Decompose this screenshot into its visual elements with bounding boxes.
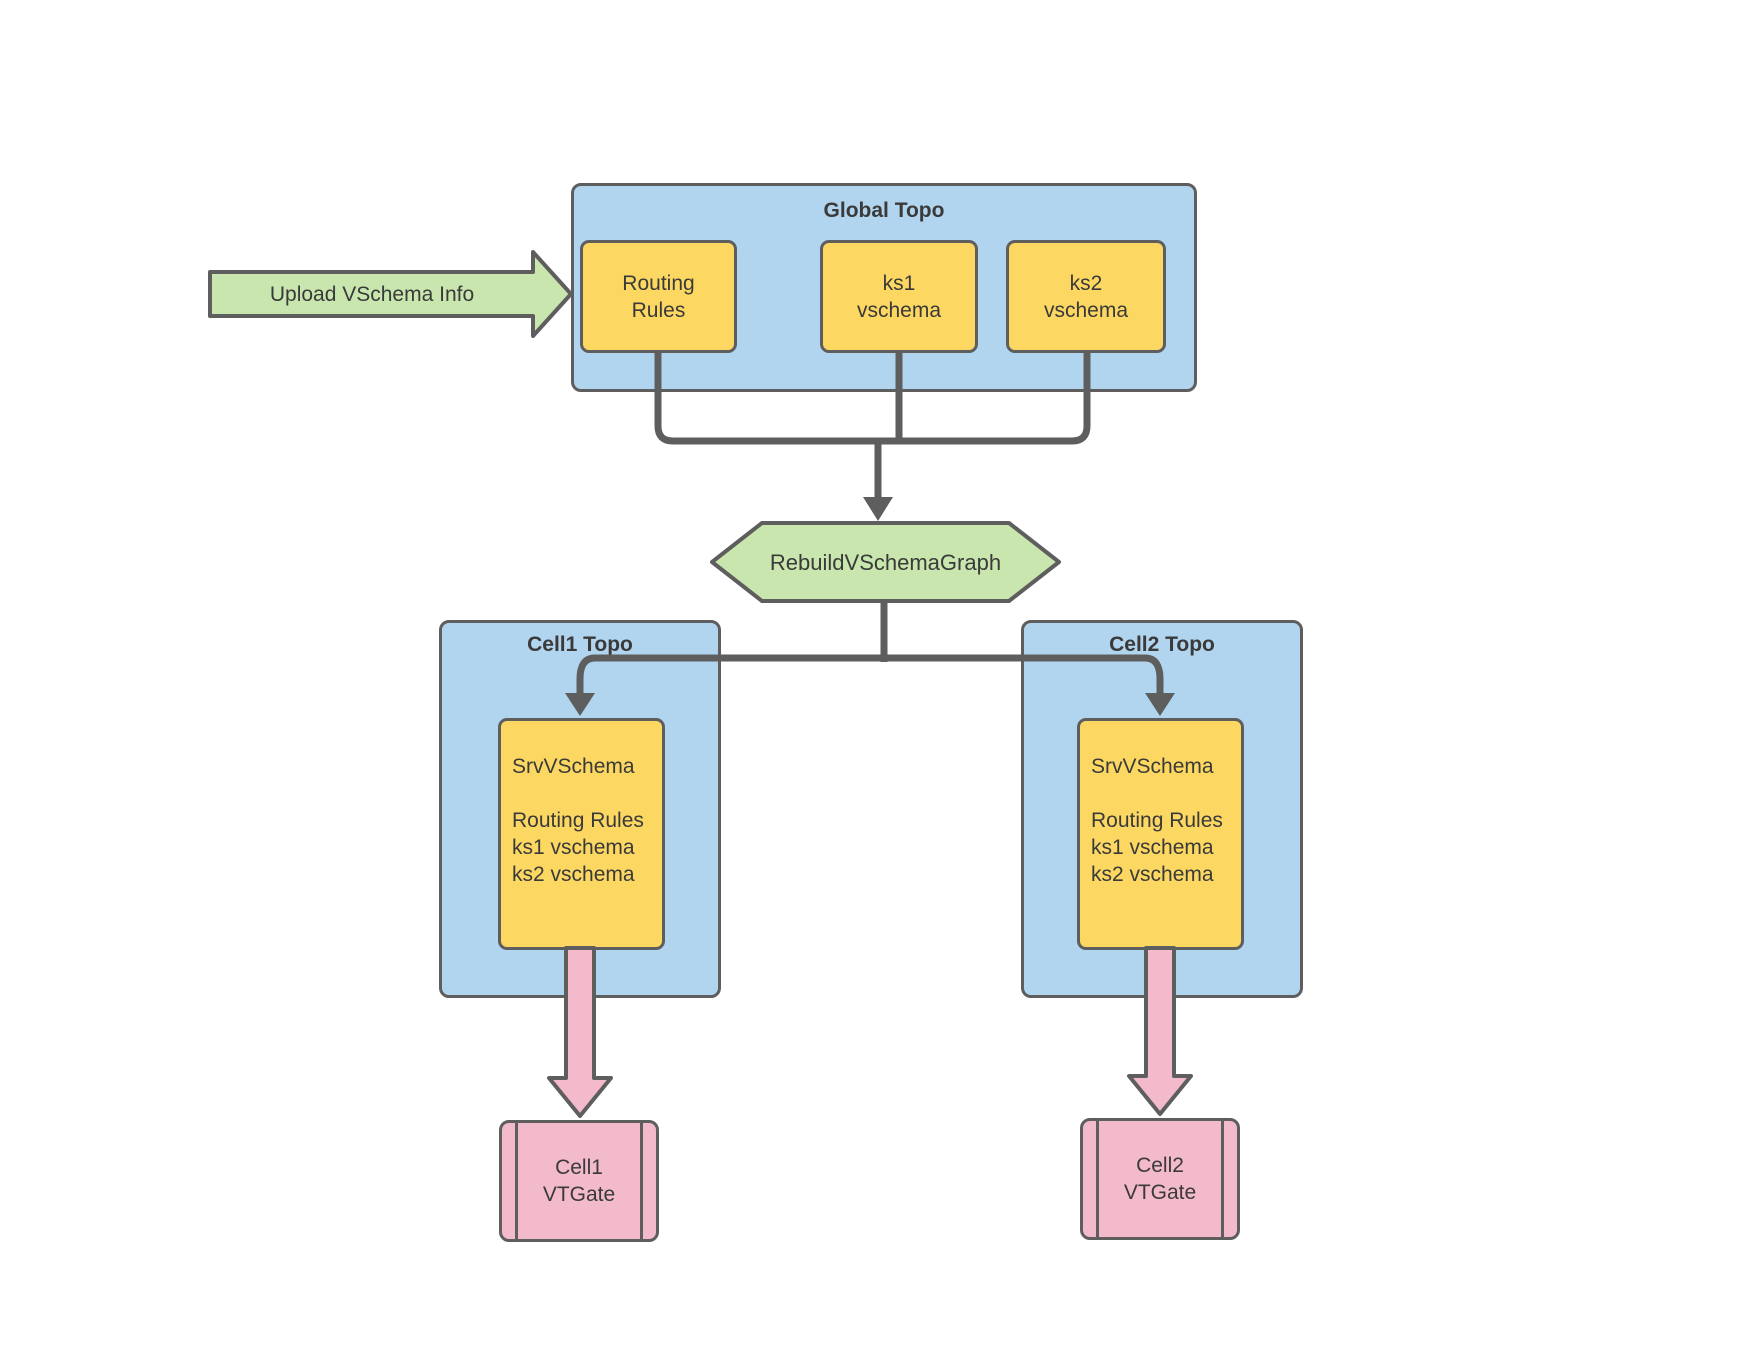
cell2-node-line-1: SrvVSchema <box>1091 755 1214 778</box>
cell2-vtgate-left-rail <box>1096 1121 1099 1237</box>
routing-rules-line1: Routing <box>622 271 695 295</box>
cell1-node-line-1: SrvVSchema <box>512 755 635 778</box>
cell1-arrowhead-icon <box>565 693 595 716</box>
cell2-srvvschema-node: SrvVSchema Routing Rules ks1 vschema ks2… <box>1077 718 1244 950</box>
cell2-node-line-3: Routing Rules <box>1091 809 1223 832</box>
cell1-vtgate-line2: VTGate <box>542 1183 616 1206</box>
upload-vschema-arrow-label: Upload VSchema Info <box>269 283 475 306</box>
rebuild-arrowhead-icon <box>863 497 893 521</box>
cell1-vtgate-box: Cell1 VTGate <box>499 1120 659 1242</box>
cell2-node-line-5: ks2 vschema <box>1091 863 1214 886</box>
cell1-srvvschema-node: SrvVSchema Routing Rules ks1 vschema ks2… <box>498 718 665 950</box>
ks1-vschema-node: ks1 vschema <box>820 240 978 353</box>
routing-rules-node: Routing Rules <box>580 240 737 353</box>
cell-branch-wire <box>576 654 1164 694</box>
cell2-vtgate-box: Cell2 VTGate <box>1080 1118 1240 1240</box>
ks1-vschema-line1: ks1 <box>882 271 916 295</box>
rebuild-hexagon-shape <box>710 521 1061 603</box>
upload-vschema-arrow-shape <box>208 250 573 338</box>
merge-bus-wire <box>654 353 1091 445</box>
ks2-vschema-line1: ks2 <box>1069 271 1103 295</box>
cell1-vtgate-right-rail <box>640 1123 643 1239</box>
cell2-vtgate-right-rail <box>1221 1121 1224 1237</box>
cell1-vtgate-line1: Cell1 <box>555 1156 603 1179</box>
global-topo-title: Global Topo <box>823 199 945 222</box>
cell2-vtgate-line2: VTGate <box>1123 1181 1197 1204</box>
rebuild-hexagon-label: RebuildVSchemaGraph <box>769 550 1002 575</box>
cell2-vtgate-arrow-shape <box>1127 946 1193 1116</box>
cell2-vtgate-line1: Cell2 <box>1136 1154 1184 1177</box>
cell1-node-line-5: ks2 vschema <box>512 863 635 886</box>
cell1-node-line-4: ks1 vschema <box>512 836 635 859</box>
cell1-topo-title: Cell1 Topo <box>527 633 633 656</box>
cell2-node-line-4: ks1 vschema <box>1091 836 1214 859</box>
cell1-vtgate-arrow-shape <box>547 946 613 1118</box>
cell2-topo-title: Cell2 Topo <box>1109 633 1215 656</box>
routing-rules-line2: Rules <box>631 298 686 322</box>
cell1-node-line-3: Routing Rules <box>512 809 644 832</box>
cell2-arrowhead-icon <box>1145 693 1175 716</box>
ks2-vschema-line2: vschema <box>1043 298 1129 322</box>
ks2-vschema-node: ks2 vschema <box>1006 240 1166 353</box>
cell1-vtgate-left-rail <box>515 1123 518 1239</box>
ks1-vschema-line2: vschema <box>856 298 942 322</box>
